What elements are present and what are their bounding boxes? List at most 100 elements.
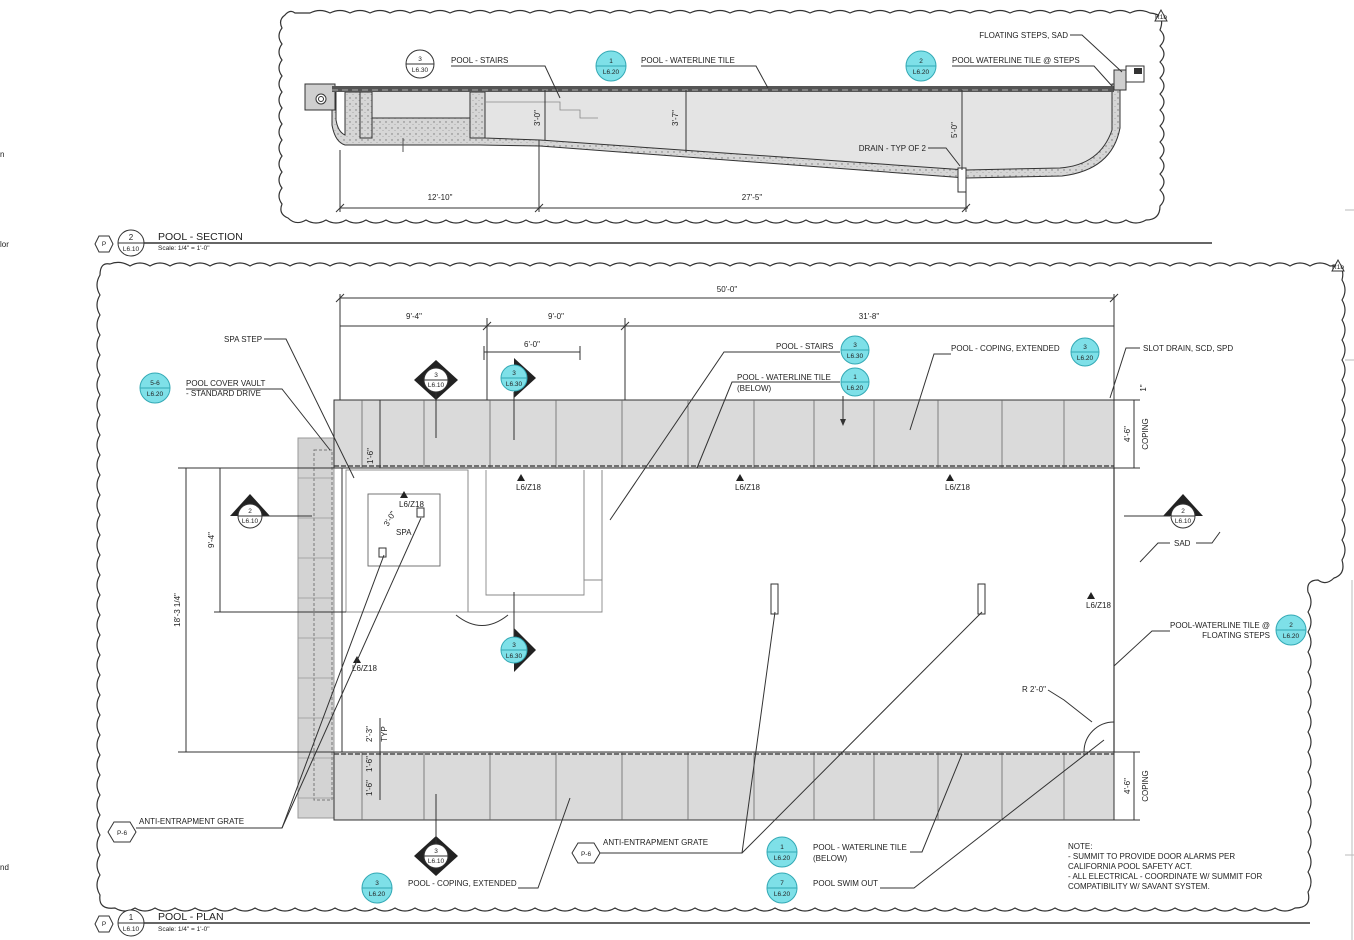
coping-bottom xyxy=(333,751,1115,821)
svg-text:2: 2 xyxy=(248,508,252,515)
elevation-label: L6/Z18 xyxy=(352,664,377,673)
svg-text:P-6: P-6 xyxy=(581,851,592,858)
coping-top xyxy=(333,399,1115,469)
section-marker-mid-cyan[interactable]: 3 L6.30 xyxy=(500,592,536,672)
svg-text:3: 3 xyxy=(434,372,438,379)
coping-label: COPING xyxy=(1141,418,1150,450)
svg-text:1: 1 xyxy=(609,58,613,65)
callout-waterline-floating[interactable]: 2 L6.20 xyxy=(1275,614,1307,646)
svg-text:3: 3 xyxy=(1083,344,1087,351)
plan-scale: Scale: 1/4" = 1'-0" xyxy=(158,926,210,933)
section-label-floating-steps: FLOATING STEPS, SAD xyxy=(979,31,1068,40)
dimension-text: 1" xyxy=(1139,384,1148,391)
section-marker-right[interactable]: 2 L6.10 xyxy=(1124,494,1203,529)
svg-text:L6.20: L6.20 xyxy=(1077,355,1094,362)
svg-text:2: 2 xyxy=(919,58,923,65)
hex-tag-anti-grate-left[interactable]: P-6 xyxy=(107,821,137,843)
svg-text:2: 2 xyxy=(1181,508,1185,515)
spa-label: SPA xyxy=(396,528,412,537)
section-marker-top-left[interactable]: 3 L6.10 xyxy=(414,360,458,438)
section-marker-left[interactable]: 2 L6.10 xyxy=(230,494,312,529)
callout-waterline-bottom[interactable]: 1 L6.20 xyxy=(766,836,798,868)
dimension-text: 1'-6" xyxy=(365,756,374,772)
svg-text:3: 3 xyxy=(853,342,857,349)
dimension-text: 9'-0" xyxy=(548,312,564,321)
margin-text-fragment: lor xyxy=(0,240,9,249)
section-label-drain: DRAIN - TYP OF 2 xyxy=(859,144,927,153)
section-title-block: P 2 L6.10 xyxy=(94,229,1212,257)
svg-text:L6.20: L6.20 xyxy=(774,891,791,898)
dimension-text: 27'-5" xyxy=(742,193,763,202)
svg-text:P: P xyxy=(102,921,106,928)
label-coping-ext-bottom: POOL - COPING, EXTENDED xyxy=(408,879,517,888)
dimension-text: 31'-8" xyxy=(859,312,880,321)
dimension-text: TYP xyxy=(380,726,389,742)
svg-text:7: 7 xyxy=(780,880,784,887)
svg-text:CALIFORNIA POOL SAFETY ACT.: CALIFORNIA POOL SAFETY ACT. xyxy=(1068,862,1192,871)
svg-text:- SUMMIT TO PROVIDE DOOR ALARM: - SUMMIT TO PROVIDE DOOR ALARMS PER xyxy=(1068,852,1235,861)
pool-section-profile xyxy=(304,65,1145,193)
elevation-label: L6/Z18 xyxy=(1086,601,1111,610)
deck-strip xyxy=(297,437,335,819)
depth-dimension-text: 5'-0" xyxy=(950,122,959,138)
coping-label: COPING xyxy=(1141,770,1150,802)
callout-waterline-below[interactable]: 1 L6.20 xyxy=(840,367,870,397)
label-anti-grate-mid: ANTI-ENTRAPMENT GRATE xyxy=(603,838,708,847)
plan-revision-cloud xyxy=(96,261,1346,912)
section-scale: Scale: 1/4" = 1'-0" xyxy=(158,245,210,252)
svg-text:L6.30: L6.30 xyxy=(506,653,523,660)
callout-swim-out[interactable]: 7 L6.20 xyxy=(766,872,798,904)
plan-title-block: P 1 L6.10 xyxy=(94,909,1310,937)
dimension-text: 6'-0" xyxy=(524,340,540,349)
label-anti-grate-left: ANTI-ENTRAPMENT GRATE xyxy=(139,817,244,826)
dimension-text: 4'-6" xyxy=(1123,778,1132,794)
dimension-text: 2'-3" xyxy=(365,726,374,742)
spa-and-stairs-outline xyxy=(345,469,603,613)
svg-text:COMPATIBILITY W/ SAVANT SYSTEM: COMPATIBILITY W/ SAVANT SYSTEM. xyxy=(1068,882,1210,891)
section-title: POOL - SECTION xyxy=(158,231,243,243)
svg-text:L6.10: L6.10 xyxy=(428,858,445,865)
radius-label: R 2'-0" xyxy=(1022,685,1046,694)
hex-tag-anti-grate-mid[interactable]: P-6 xyxy=(571,842,601,864)
label-slot-drain: SLOT DRAIN, SCD, SPD xyxy=(1143,344,1233,353)
elevation-markers xyxy=(353,474,1095,663)
svg-text:L6.10: L6.10 xyxy=(242,518,259,525)
callout-coping-extended[interactable]: 3 L6.20 xyxy=(1070,337,1100,367)
revision-triangle-icon xyxy=(1154,8,1168,22)
svg-text:- ALL ELECTRICAL - COORDINATE: - ALL ELECTRICAL - COORDINATE W/ SUMMIT … xyxy=(1068,872,1262,881)
svg-text:L6.20: L6.20 xyxy=(369,891,386,898)
revision-triangle-icon xyxy=(1331,258,1345,272)
callout-stairs[interactable]: 3 L6.30 xyxy=(840,335,870,365)
section-marker-bottom[interactable]: 3 L6.10 xyxy=(414,794,458,876)
label-sad: SAD xyxy=(1174,539,1191,548)
svg-text:2: 2 xyxy=(129,233,134,242)
section-marker-top-cyan[interactable]: 3 L6.30 xyxy=(500,358,536,440)
dimension-text: 1'-6" xyxy=(366,448,375,464)
label-waterline-bottom: POOL - WATERLINE TILE xyxy=(813,843,907,852)
dimension-text: 4'-6" xyxy=(1123,426,1132,442)
section-label-waterline-steps: POOL WATERLINE TILE @ STEPS xyxy=(952,56,1080,65)
spa-drain-icon xyxy=(378,547,387,558)
svg-text:L6.30: L6.30 xyxy=(412,67,429,74)
label-below-bottom: (BELOW) xyxy=(813,854,848,863)
plan-dimension-lines xyxy=(178,293,1140,821)
label-waterline-floating: POOL-WATERLINE TILE @ xyxy=(1170,621,1270,630)
label-below: (BELOW) xyxy=(737,384,772,393)
svg-text:L6.20: L6.20 xyxy=(1283,633,1300,640)
section-callout-waterline[interactable]: 1 L6.20 xyxy=(595,50,627,82)
section-revision-cloud xyxy=(278,9,1165,224)
dimension-text: 18'-3 1/4" xyxy=(173,593,182,627)
svg-text:3: 3 xyxy=(375,880,379,887)
callout-coping-ext-bottom[interactable]: 3 L6.20 xyxy=(361,872,393,904)
pool-drain-icon xyxy=(770,583,779,615)
svg-text:2: 2 xyxy=(1289,622,1293,629)
section-callout-waterline-steps[interactable]: 2 L6.20 xyxy=(905,50,937,82)
section-label-waterline: POOL - WATERLINE TILE xyxy=(641,56,735,65)
cover-vault-outline xyxy=(313,449,333,801)
callout-cover-vault[interactable]: 5-6 L6.20 xyxy=(139,372,171,404)
section-callout-stairs[interactable]: 3 L6.30 xyxy=(405,49,435,79)
dimension-text: 9'-4" xyxy=(406,312,422,321)
svg-text:L6.30: L6.30 xyxy=(847,353,864,360)
step-swing-arc xyxy=(455,614,509,626)
